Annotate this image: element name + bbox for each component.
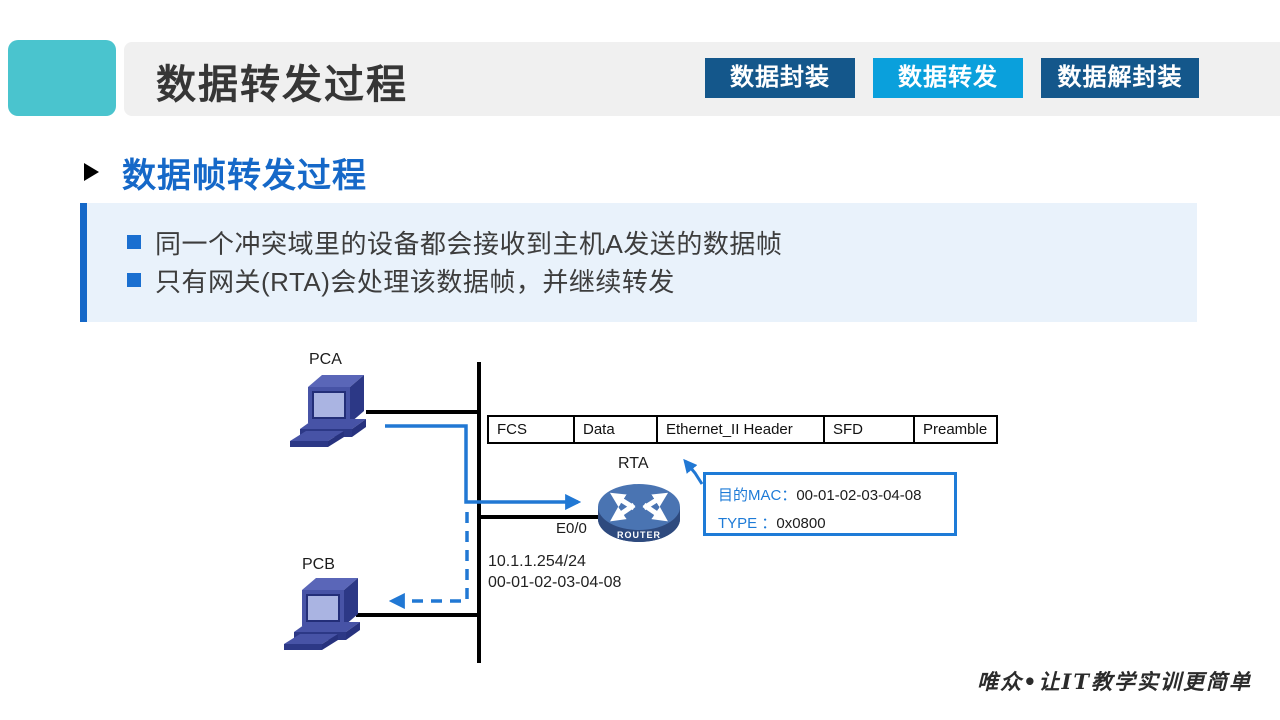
header-accent-block: [8, 40, 116, 116]
callout-type-value: 0x0800: [776, 515, 826, 532]
frame-field-cell: SFD: [823, 417, 913, 442]
section-heading: 数据帧转发过程: [122, 157, 367, 195]
frame-detail-callout: 目的MAC：00-01-02-03-04-08 TYPE ：0x0800: [703, 472, 957, 536]
content-panel: 同一个冲突域里的设备都会接收到主机A发送的数据帧 只有网关(RTA)会处理该数据…: [80, 203, 1197, 322]
interface-label: E0/0: [556, 520, 587, 537]
frame-field-cell: Ethernet_II Header: [656, 417, 823, 442]
rta-label: RTA: [618, 455, 649, 472]
ip-address-label: 10.1.1.254/24: [488, 553, 586, 570]
bullet-text: 同一个冲突域里的设备都会接收到主机A发送的数据帧: [155, 228, 783, 259]
frame-field-cell: Data: [573, 417, 656, 442]
frame-field-cell: Preamble: [913, 417, 996, 442]
bullet-item: 只有网关(RTA)会处理该数据帧，并继续转发: [127, 261, 1197, 299]
callout-dst-mac-label: 目的MAC：: [718, 487, 797, 504]
pcb-label: PCB: [302, 556, 335, 573]
pca-link-line: [366, 410, 478, 414]
square-bullet-icon: [127, 235, 141, 249]
rta-link-line: [481, 515, 601, 519]
tab-data-forwarding[interactable]: 数据转发: [873, 58, 1023, 98]
ethernet-bus-line: [477, 362, 481, 663]
triangle-bullet-icon: [84, 163, 99, 181]
pcb-link-line: [356, 613, 478, 617]
footer-slogan: 唯众•让IT教学实训更简单: [977, 669, 1252, 694]
tab-data-encapsulation[interactable]: 数据封装: [705, 58, 855, 98]
router-icon: ROUTER: [598, 484, 680, 542]
frame-structure-table: FCS Data Ethernet_II Header SFD Preamble: [487, 415, 998, 444]
router-text: ROUTER: [617, 530, 661, 540]
page-title: 数据转发过程: [156, 63, 408, 107]
callout-dst-mac-line: 目的MAC：00-01-02-03-04-08: [718, 484, 921, 505]
callout-dst-mac-value: 00-01-02-03-04-08: [796, 487, 922, 504]
callout-type-line: TYPE ：0x0800: [718, 512, 826, 533]
bullet-text: 只有网关(RTA)会处理该数据帧，并继续转发: [155, 266, 675, 297]
tab-data-decapsulation[interactable]: 数据解封装: [1041, 58, 1199, 98]
callout-type-label: TYPE ：: [718, 515, 777, 532]
frame-path-to-pcb: [388, 512, 469, 610]
frame-field-cell: FCS: [497, 421, 527, 438]
callout-leader-arrow: [683, 458, 704, 485]
square-bullet-icon: [127, 273, 141, 287]
mac-address-label: 00-01-02-03-04-08: [488, 574, 622, 591]
pca-label: PCA: [309, 351, 342, 368]
bullet-item: 同一个冲突域里的设备都会接收到主机A发送的数据帧: [127, 223, 1197, 261]
